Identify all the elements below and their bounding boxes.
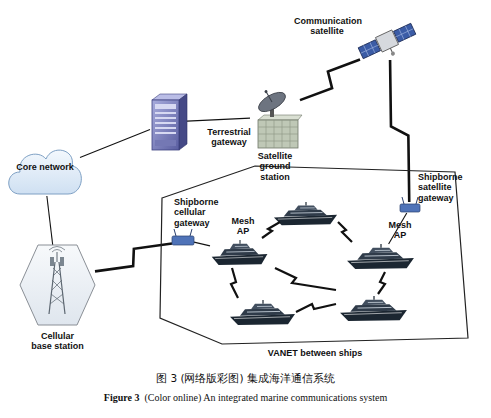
figure-caption: 图 3 (网络版彩图) 集成海洋通信系统 (0, 372, 491, 386)
node-label: Shipborne satellite gateway (418, 172, 472, 203)
caption-row: Figure 3 (Color online) An integrated mar… (0, 392, 491, 403)
wireless-link (231, 222, 385, 312)
wired-link (194, 242, 210, 246)
gateway-node: Terrestrial gateway (150, 93, 187, 151)
cloud-node: Core network (8, 148, 80, 196)
caption-text: (Color online) An integrated marine comm… (144, 392, 387, 403)
gateway-device-node: Shipborne cellular gateway (172, 233, 194, 246)
node-label: Mesh AP (385, 220, 415, 241)
server-icon (152, 94, 187, 150)
node-label: VANET between ships (240, 348, 390, 358)
vanet-region: VANET between shipsShipborne cellular ga… (160, 164, 470, 346)
caption-text: Figure 3 (104, 392, 140, 403)
router-icon (400, 197, 420, 212)
wired-link (47, 196, 53, 245)
node-label: Terrestrial gateway (202, 127, 256, 148)
cloud-shape (9, 150, 82, 194)
satellite-node: Communication satellite (360, 22, 415, 60)
ship-icon (340, 296, 407, 321)
wired-link (187, 118, 250, 121)
ground-station-node: Satellite ground station (250, 86, 300, 148)
node-label: Satellite ground station (245, 151, 305, 182)
router-icon (172, 229, 194, 245)
ground-station-icon (252, 83, 302, 148)
satellite-icon (357, 21, 420, 67)
node-label: Shipborne cellular gateway (174, 197, 230, 228)
wireless-link (300, 60, 360, 101)
base-station-node: Cellular base station (20, 245, 95, 325)
wired-link (80, 129, 150, 157)
node-label: Cellular base station (30, 331, 85, 352)
wireless-link (390, 60, 409, 202)
ship-node: Mesh AP (210, 240, 270, 266)
base-station-icon (20, 245, 95, 325)
node-label: Mesh AP (228, 216, 258, 237)
ship-icon (212, 240, 268, 265)
wireless-link (95, 243, 172, 271)
node-label: Communication satellite (294, 16, 360, 37)
ship-icon (230, 300, 295, 325)
ship-icon (347, 244, 414, 269)
ship-icon (274, 202, 337, 225)
ship-node: Mesh AP (345, 244, 417, 270)
node-label: Core network (12, 162, 78, 172)
gateway-device-node: Shipborne satellite gateway (400, 202, 420, 213)
